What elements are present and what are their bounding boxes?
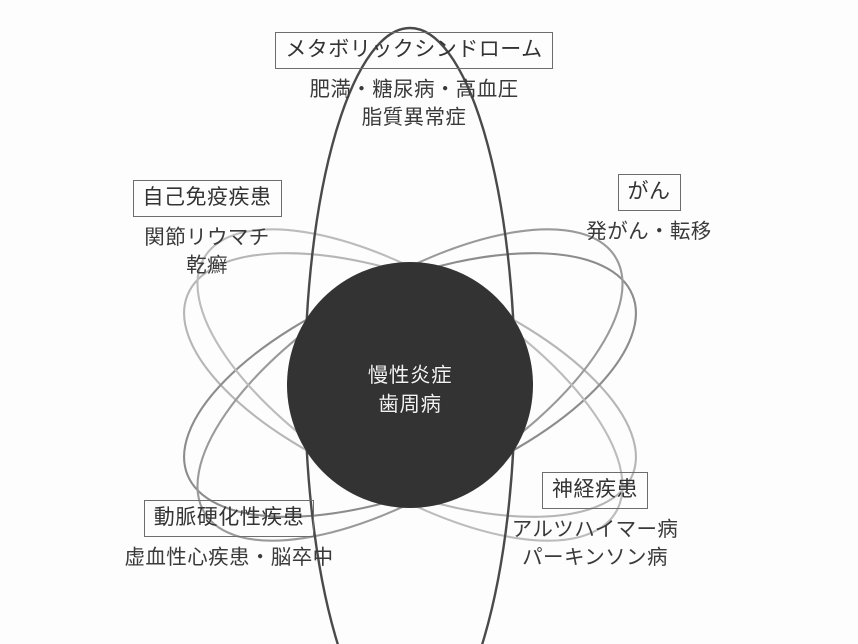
label-sub-metabolic-line2: 脂質異常症 xyxy=(361,104,467,129)
label-sub-cancer: 発がん・転移 xyxy=(560,218,738,245)
label-sub-atherosclerosis: 虚血性心疾患・脳卒中 xyxy=(110,544,348,571)
label-title-autoimmune: 自己免疫疾患 xyxy=(132,180,282,217)
label-sub-autoimmune-line1: 関節リウマチ xyxy=(144,224,270,249)
label-title-neurological: 神経疾患 xyxy=(542,472,648,509)
label-group-metabolic: メタボリックシンドローム 肥満・糖尿病・高血圧 脂質異常症 xyxy=(270,32,558,131)
label-sub-autoimmune-line2: 乾癬 xyxy=(186,252,228,277)
label-sub-autoimmune: 関節リウマチ 乾癬 xyxy=(112,224,302,279)
label-title-atherosclerosis: 動脈硬化性疾患 xyxy=(143,500,315,537)
label-sub-neurological-line2: パーキンソン病 xyxy=(522,544,668,569)
label-group-autoimmune: 自己免疫疾患 関節リウマチ 乾癬 xyxy=(112,180,302,279)
label-title-metabolic: メタボリックシンドローム xyxy=(275,32,553,69)
label-title-cancer: がん xyxy=(617,174,681,211)
label-sub-neurological-line1: アルツハイマー病 xyxy=(511,516,679,541)
label-sub-metabolic-line1: 肥満・糖尿病・高血圧 xyxy=(309,76,519,101)
label-sub-cancer-line1: 発がん・転移 xyxy=(586,218,712,243)
label-group-cancer: がん 発がん・転移 xyxy=(560,174,738,245)
label-group-atherosclerosis: 動脈硬化性疾患 虚血性心疾患・脳卒中 xyxy=(110,500,348,571)
label-group-neurological: 神経疾患 アルツハイマー病 パーキンソン病 xyxy=(490,472,700,571)
label-sub-atherosclerosis-line1: 虚血性心疾患・脳卒中 xyxy=(124,544,334,569)
label-sub-neurological: アルツハイマー病 パーキンソン病 xyxy=(490,516,700,571)
label-sub-metabolic: 肥満・糖尿病・高血圧 脂質異常症 xyxy=(270,76,558,131)
core-circle xyxy=(287,262,533,508)
